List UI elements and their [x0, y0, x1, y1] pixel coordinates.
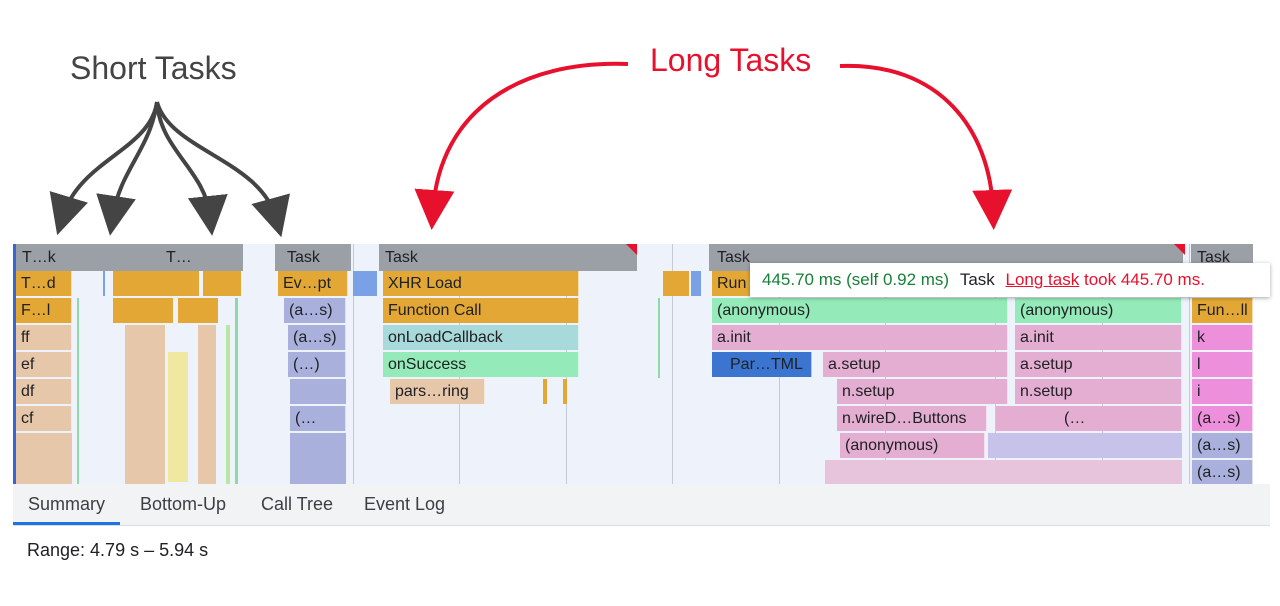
- parsing-block[interactable]: pars…ring: [390, 379, 485, 404]
- fun-ll-block[interactable]: Fun…ll: [1192, 298, 1253, 323]
- anon-s-block-3[interactable]: (a…s): [1192, 460, 1253, 484]
- task-bar-3[interactable]: [379, 244, 637, 271]
- long-tasks-annotation: Long Tasks: [650, 42, 812, 78]
- anon-s-block-2[interactable]: (a…s): [1192, 433, 1253, 458]
- long-arrow-right: [839, 63, 1013, 230]
- task-label-5: Task: [1197, 249, 1230, 266]
- task-bar-short-1[interactable]: [16, 244, 243, 271]
- wire-buttons-block[interactable]: n.wireD…Buttons: [837, 406, 987, 431]
- tooltip-suffix: took 445.70 ms.: [1083, 270, 1205, 289]
- task-tooltip: 445.70 ms (self 0.92 ms) Task Long task …: [750, 263, 1270, 297]
- a-init-block-1[interactable]: a.init: [712, 325, 1008, 350]
- a-setup-block-2[interactable]: a.setup: [1015, 352, 1182, 377]
- event-block[interactable]: Ev…pt: [278, 271, 348, 296]
- row-label-5[interactable]: df: [16, 379, 72, 404]
- onloadcallback-block[interactable]: onLoadCallback: [383, 325, 579, 350]
- tooltip-duration: 445.70 ms (self 0.92 ms): [762, 270, 950, 289]
- task-label-4: Task: [717, 249, 750, 266]
- task-label-2: Task: [287, 249, 320, 266]
- row-label-1[interactable]: T…d: [16, 271, 72, 296]
- long-tasks-arrows: [414, 61, 1013, 230]
- tab-summary[interactable]: Summary: [13, 484, 121, 525]
- row-label-6[interactable]: cf: [16, 406, 72, 431]
- long-arrow-left: [414, 61, 629, 230]
- tab-bottom-up[interactable]: Bottom-Up: [140, 494, 227, 514]
- anon-block-1[interactable]: (a…s): [284, 298, 346, 323]
- row-label-2[interactable]: F…l: [16, 298, 72, 323]
- onsuccess-block[interactable]: onSuccess: [383, 352, 579, 377]
- short-tasks-annotation: Short Tasks: [70, 50, 237, 86]
- short-arrow-4: [155, 101, 290, 238]
- anon-block-2[interactable]: (a…s): [288, 325, 346, 350]
- selection-edge: [13, 244, 16, 484]
- function-call-block[interactable]: Function Call: [383, 298, 579, 323]
- parse-html-block[interactable]: Par…TML: [712, 352, 812, 377]
- paren-block[interactable]: (…: [996, 406, 1182, 431]
- tab-event-log[interactable]: Event Log: [364, 494, 446, 514]
- anonymous-block-1[interactable]: (anonymous): [712, 298, 1008, 323]
- task-bar-2[interactable]: [275, 244, 351, 271]
- short-tasks-arrows: [49, 101, 290, 238]
- anonymous-block-2[interactable]: (anonymous): [1015, 298, 1182, 323]
- xhr-load-block[interactable]: XHR Load: [383, 271, 579, 296]
- details-tabs: Summary Bottom-Up Call Tree Event Log: [13, 484, 1270, 526]
- task-label-3: Task: [385, 249, 418, 266]
- l-block[interactable]: l: [1192, 352, 1253, 377]
- anon-block-4[interactable]: (…: [290, 406, 346, 431]
- long-task-link[interactable]: Long task: [1005, 270, 1080, 289]
- task-label-short-1: T…k: [22, 249, 56, 266]
- anonymous-block-3[interactable]: (anonymous): [840, 433, 985, 458]
- tab-call-tree[interactable]: Call Tree: [261, 494, 334, 514]
- short-arrow-1: [49, 101, 159, 236]
- short-arrow-2: [96, 101, 159, 236]
- row-label-3[interactable]: ff: [16, 325, 72, 350]
- n-setup-block-2[interactable]: n.setup: [1015, 379, 1182, 404]
- annotation-arrows: [49, 61, 1013, 238]
- long-task-marker: [626, 244, 637, 255]
- n-setup-block-1[interactable]: n.setup: [837, 379, 1008, 404]
- short-arrow-3: [155, 101, 228, 236]
- anon-s-block-1[interactable]: (a…s): [1192, 406, 1253, 431]
- a-init-block-2[interactable]: a.init: [1015, 325, 1182, 350]
- tooltip-name: Task: [959, 270, 995, 289]
- k-block[interactable]: k: [1192, 325, 1253, 350]
- task-label-short-2: T…: [166, 249, 192, 266]
- row-label-4[interactable]: ef: [16, 352, 72, 377]
- a-setup-block-1[interactable]: a.setup: [823, 352, 1008, 377]
- anon-block-3[interactable]: (…): [288, 352, 346, 377]
- long-task-marker: [1174, 244, 1185, 255]
- range-text: Range: 4.79 s – 5.94 s: [27, 540, 209, 560]
- i-block[interactable]: i: [1192, 379, 1253, 404]
